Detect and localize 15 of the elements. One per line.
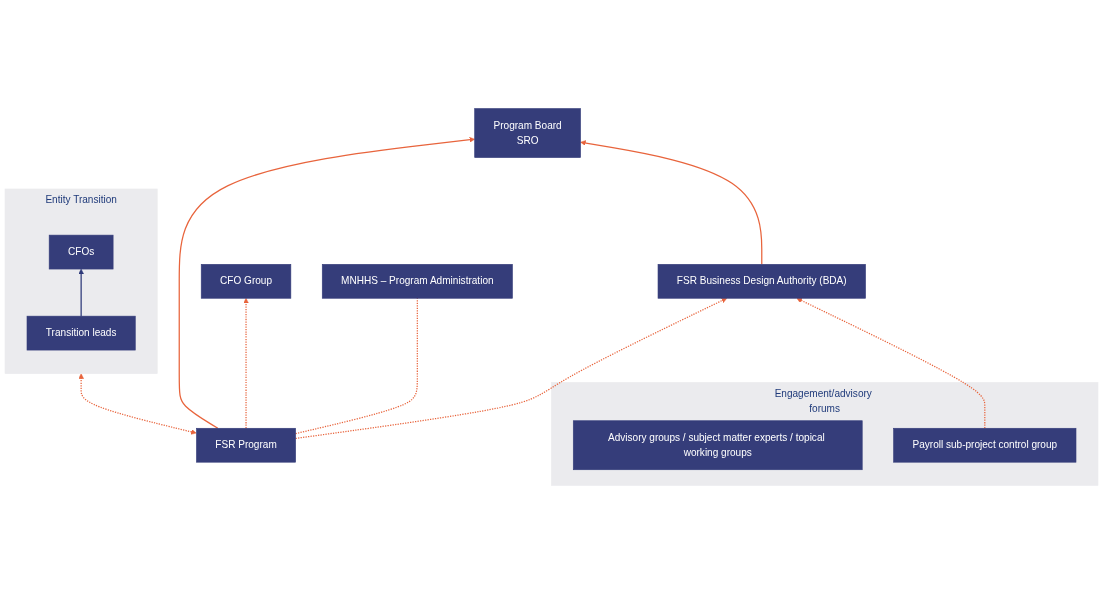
- arrow: [580, 140, 763, 265]
- node-box: Advisory groups / subject matter experts / topical working groups: [572, 420, 863, 471]
- arrow: [178, 137, 475, 429]
- arrow: [796, 297, 986, 429]
- arrow: [78, 268, 84, 317]
- node-box: Program Board SRO: [474, 108, 581, 158]
- arrow: [243, 298, 249, 429]
- arrow: [78, 373, 197, 435]
- node-box: FSR Business Design Authority (BDA): [657, 264, 866, 299]
- node-box: MNHHS – Program Administration: [321, 264, 513, 299]
- node-box: FSR Program: [196, 427, 296, 463]
- node-box: CFO Group: [200, 264, 292, 299]
- node-box: Payroll sub-project control group: [893, 427, 1077, 463]
- node-box: CFOs: [48, 234, 114, 270]
- node-box: Transition leads: [26, 315, 136, 351]
